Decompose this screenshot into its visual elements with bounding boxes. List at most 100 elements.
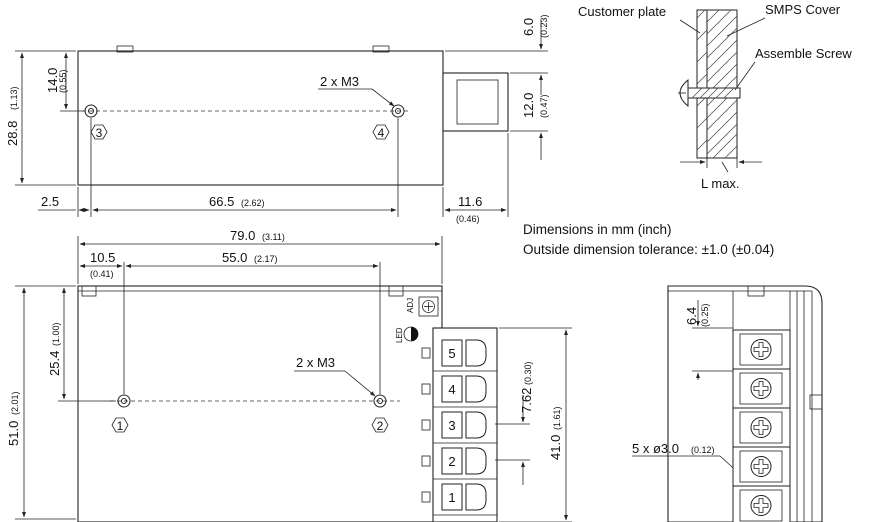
terminal-number: 1 <box>448 490 455 505</box>
dim-total-width-text: 79.0 <box>230 228 255 243</box>
terminal-pin <box>421 383 431 395</box>
hole-3-number: 3 <box>96 126 103 140</box>
side-view: 6.4 (0.25) 5 x ø3.0 (0.12) <box>632 285 823 522</box>
terminal-number-box <box>441 447 463 475</box>
notes: Dimensions in mm (inch) Outside dimensio… <box>523 222 774 257</box>
top-tab-left <box>116 45 134 53</box>
top-view: 3 4 2 x M3 28.8 (1.13) 14.0 (0.55) 2.5 6… <box>5 14 549 224</box>
dim-front-left-offset-text: 10.5 <box>90 250 115 265</box>
dim-connector-height-inch: (0.47) <box>539 94 549 118</box>
mount-hole-2 <box>373 394 387 408</box>
top-tab-right <box>372 45 390 53</box>
dim-front-height-text: 51.0 <box>6 421 21 446</box>
terminal-pin <box>421 491 431 503</box>
dim-pitch-text: 7.62 <box>519 388 534 413</box>
phillips-slot-icon <box>753 381 769 396</box>
l-max-label: L max. <box>701 176 740 191</box>
dim-connector-top-inch: (0.23) <box>539 14 549 38</box>
terminal-clamp <box>465 339 487 367</box>
side-screw <box>732 407 791 448</box>
side-screw <box>732 446 791 487</box>
led-label: LED <box>395 327 404 343</box>
top-screw-leader <box>371 88 395 107</box>
side-screw <box>732 329 791 370</box>
tolerance-note: Outside dimension tolerance: ±1.0 (±0.04… <box>523 242 774 257</box>
terminal-clamp <box>465 411 487 439</box>
connector-inner <box>456 79 499 125</box>
terminal-pin <box>421 419 431 431</box>
dim-terminal-height-text: 41.0 <box>548 435 563 460</box>
dim-side-top-text: 6.4 <box>684 307 699 325</box>
mount-hole-4 <box>391 104 405 118</box>
front-screw-label: 2 x M3 <box>296 355 335 370</box>
phillips-slot-icon <box>753 342 769 357</box>
assemble-screw-label: Assemble Screw <box>755 46 852 61</box>
terminal-5: 5 <box>421 339 497 372</box>
dim-front-hole-span-text: 55.0 <box>222 250 247 265</box>
terminal-list: 5 4 3 2 1 <box>421 339 497 516</box>
terminal-number: 3 <box>448 418 455 433</box>
dim-connector-width-text: 11.6 <box>458 194 482 209</box>
dim-height-text: 28.8 <box>5 121 20 146</box>
terminal-3: 3 <box>421 411 497 444</box>
phillips-slot-icon <box>753 498 769 513</box>
dim-front-left-offset-inch: (0.41) <box>90 269 114 279</box>
hole-2-number: 2 <box>377 419 384 433</box>
terminal-number: 2 <box>448 454 455 469</box>
mount-hole-1 <box>117 394 131 408</box>
dim-height-inch: (1.13) <box>9 86 19 110</box>
dim-front-hole-height-inch: (1.00) <box>51 322 61 346</box>
dim-hole-height-text: 14.0 <box>45 68 60 93</box>
dim-hole-span-text: 66.5 <box>209 194 234 209</box>
terminal-number-box <box>441 483 463 511</box>
hole-4-hex <box>372 124 390 140</box>
adj-label: ADJ <box>406 298 415 313</box>
mount-hole-3 <box>84 104 98 118</box>
terminal-pin <box>421 347 431 359</box>
dim-hole-span-inch: (2.62) <box>241 198 265 208</box>
phillips-slot-icon <box>753 420 769 435</box>
side-screw <box>732 485 791 522</box>
side-screw <box>732 368 791 409</box>
terminal-clamp <box>465 375 487 403</box>
mount-hole-4-inner <box>395 108 401 114</box>
terminal-number-box <box>441 339 463 367</box>
connector-body <box>442 72 509 132</box>
adj-potentiometer <box>418 296 439 317</box>
terminal-number-box <box>441 375 463 403</box>
terminal-number-box <box>441 411 463 439</box>
dim-front-hole-span-inch: (2.17) <box>254 254 278 264</box>
mount-hole-3-inner <box>88 108 94 114</box>
dim-pitch-inch: (0.30) <box>523 361 533 385</box>
phillips-slot-icon <box>753 459 769 474</box>
dim-connector-height-text: 12.0 <box>521 93 536 118</box>
units-note: Dimensions in mm (inch) <box>523 222 672 237</box>
customer-plate-label: Customer plate <box>578 4 666 19</box>
terminal-clamp <box>465 483 487 511</box>
terminal-1: 1 <box>421 483 497 516</box>
terminal-clamp <box>465 447 487 475</box>
terminal-number: 5 <box>448 346 455 361</box>
side-screw-list <box>732 329 791 522</box>
dim-left-offset-text: 2.5 <box>41 194 59 209</box>
front-view-body <box>77 285 443 522</box>
side-hole-label: 5 x ø3.0 <box>632 441 679 456</box>
dim-terminal-height-inch: (1.61) <box>552 406 562 430</box>
dim-connector-width-inch: (0.46) <box>456 214 480 224</box>
hole-4-number: 4 <box>378 126 385 140</box>
mounting-detail: Customer plate SMPS Cover Assemble Screw… <box>578 2 852 191</box>
front-view: ADJ LED 1 2 2 x M3 79.0 (3.11) 10.5 <box>6 228 572 522</box>
dim-hole-height-inch: (0.55) <box>58 69 68 93</box>
top-screw-label: 2 x M3 <box>320 74 359 89</box>
dim-front-hole-height-text: 25.4 <box>47 351 62 376</box>
dim-connector-top-text: 6.0 <box>521 18 536 36</box>
terminal-number: 4 <box>448 382 455 397</box>
terminal-2: 2 <box>421 447 497 480</box>
dim-front-height-inch: (2.01) <box>10 391 20 415</box>
smps-cover <box>706 9 738 159</box>
top-view-body <box>77 50 444 186</box>
dim-side-top-inch: (0.25) <box>700 303 710 327</box>
hole-1-number: 1 <box>117 419 124 433</box>
smps-cover-label: SMPS Cover <box>765 2 841 17</box>
